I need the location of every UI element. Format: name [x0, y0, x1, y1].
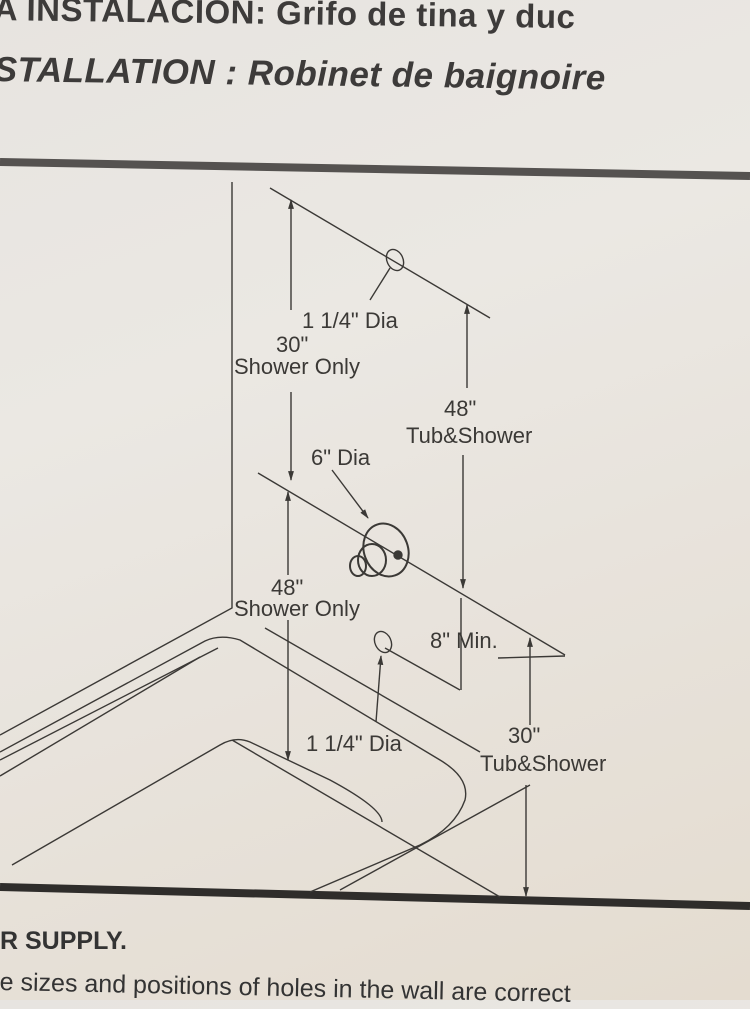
min-8-label: 8" Min.	[430, 628, 498, 653]
tub-basin	[11, 738, 383, 866]
wall-edge	[0, 182, 233, 736]
tub-shower-30-text: Tub&Shower	[480, 751, 607, 776]
top-hole-icon	[385, 248, 405, 272]
tub-rim	[0, 636, 467, 893]
section-heading: R SUPPLY.	[0, 927, 127, 955]
bottom-hole-icon	[373, 630, 393, 654]
valve-dia-label: 6" Dia	[311, 445, 371, 470]
shower-only-48-value: 48"	[271, 575, 304, 600]
tub-shower-48-text: Tub&Shower	[406, 423, 533, 448]
tub-shower-30-value: 30"	[508, 723, 541, 748]
bottom-rule	[0, 883, 750, 910]
shower-only-48-text: Shower Only	[234, 596, 360, 621]
top-hole-dia-label: 1 1/4" Dia	[302, 308, 398, 333]
shower-only-30-value: 30"	[276, 332, 309, 357]
tub-shower-48-value: 48"	[444, 396, 477, 421]
bottom-hole-dia-label: 1 1/4" Dia	[306, 731, 402, 756]
top-rule	[0, 158, 750, 180]
shower-only-30-text: Shower Only	[234, 354, 360, 379]
valve-icon	[349, 522, 410, 578]
